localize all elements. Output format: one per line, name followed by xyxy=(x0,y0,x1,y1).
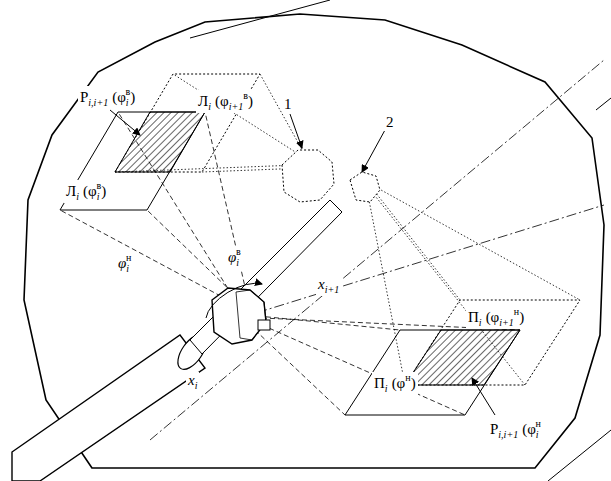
label-part: н xyxy=(126,252,131,263)
label-part: i+1 xyxy=(499,317,514,328)
math-label: Рi,i+1 (φiв) xyxy=(78,86,137,109)
scanner-face xyxy=(236,290,266,340)
label-part: i xyxy=(536,429,539,440)
leader-line xyxy=(290,114,302,148)
projection-plane xyxy=(405,300,580,385)
math-label: φiв xyxy=(226,246,243,269)
label-part: ) xyxy=(248,93,253,109)
label-part: (φ xyxy=(522,421,536,437)
label-part: н xyxy=(405,372,410,383)
rotation-arrow xyxy=(206,283,262,318)
tunnel-edge xyxy=(596,98,611,110)
math-label: 1 xyxy=(282,96,294,113)
math-label: Пi (φi+1н) xyxy=(466,306,526,329)
scanner-head xyxy=(212,288,266,344)
axis-line xyxy=(240,205,604,318)
projection-plane xyxy=(345,330,520,415)
math-label: 2 xyxy=(384,114,396,131)
label-part: в xyxy=(96,180,101,191)
scanner-head-next xyxy=(282,150,334,202)
axis-line xyxy=(150,60,604,440)
label-part: x xyxy=(188,372,195,388)
label-part: Л xyxy=(66,183,76,199)
overlap-zone xyxy=(115,112,205,172)
label-part: i xyxy=(195,380,198,391)
tunnel-edge xyxy=(190,0,330,38)
label-part: i+1 xyxy=(325,284,340,295)
label-part: x xyxy=(318,276,325,292)
label-part: н xyxy=(514,306,519,317)
math-label: Рi,i+1 (φiн xyxy=(488,418,543,441)
label-part: i xyxy=(76,191,79,202)
leader-line xyxy=(472,378,495,415)
math-label: Лi(φiв) xyxy=(64,180,108,203)
math-label: φiн xyxy=(116,252,133,275)
shaft xyxy=(190,200,342,354)
label-part: н xyxy=(536,418,541,429)
label-part: (φ xyxy=(83,183,97,199)
label-part: 2 xyxy=(386,114,394,130)
math-label: xi+1 xyxy=(316,276,341,296)
label-part: ) xyxy=(411,375,416,391)
label-part: φ xyxy=(228,249,236,265)
label-part: i,i+1 xyxy=(88,97,108,108)
label-part: П xyxy=(468,309,479,325)
math-label: xi xyxy=(186,372,199,392)
label-part: Р xyxy=(490,421,498,437)
label-part: 1 xyxy=(284,96,292,112)
label-part: П xyxy=(374,375,385,391)
tunnel-edge xyxy=(548,430,611,481)
label-part: i xyxy=(126,263,129,274)
label-part: ) xyxy=(519,309,524,325)
math-label: Лi (φi+1в) xyxy=(196,90,255,113)
projection-plane xyxy=(60,112,205,210)
label-part: ) xyxy=(101,183,106,199)
sensor xyxy=(258,320,270,330)
view-rays xyxy=(115,74,580,385)
label-part: i xyxy=(97,191,100,202)
leader-line xyxy=(110,110,140,135)
sensor-next xyxy=(350,172,380,202)
leader-line xyxy=(362,130,385,172)
label-part: (φ xyxy=(112,89,126,105)
label-part: i xyxy=(208,101,211,112)
label-part: ) xyxy=(130,89,135,105)
label-part: i xyxy=(126,97,129,108)
label-part: i xyxy=(385,383,388,394)
label-part: φ xyxy=(118,255,126,271)
label-part: в xyxy=(243,90,248,101)
label-part: Л xyxy=(198,93,208,109)
label-part: (φ xyxy=(392,375,406,391)
label-part: в xyxy=(126,86,131,97)
label-part: i+1 xyxy=(229,101,244,112)
label-part: i xyxy=(236,257,239,268)
label-part: i xyxy=(479,317,482,328)
label-part: i,i+1 xyxy=(498,429,518,440)
math-label: Пi (φн) xyxy=(372,372,418,395)
support-rod xyxy=(12,335,205,481)
label-part: (φ xyxy=(486,309,500,325)
label-part: в xyxy=(236,246,241,257)
label-part: Р xyxy=(80,89,88,105)
label-part: (φ xyxy=(215,93,229,109)
view-rays xyxy=(60,112,520,415)
